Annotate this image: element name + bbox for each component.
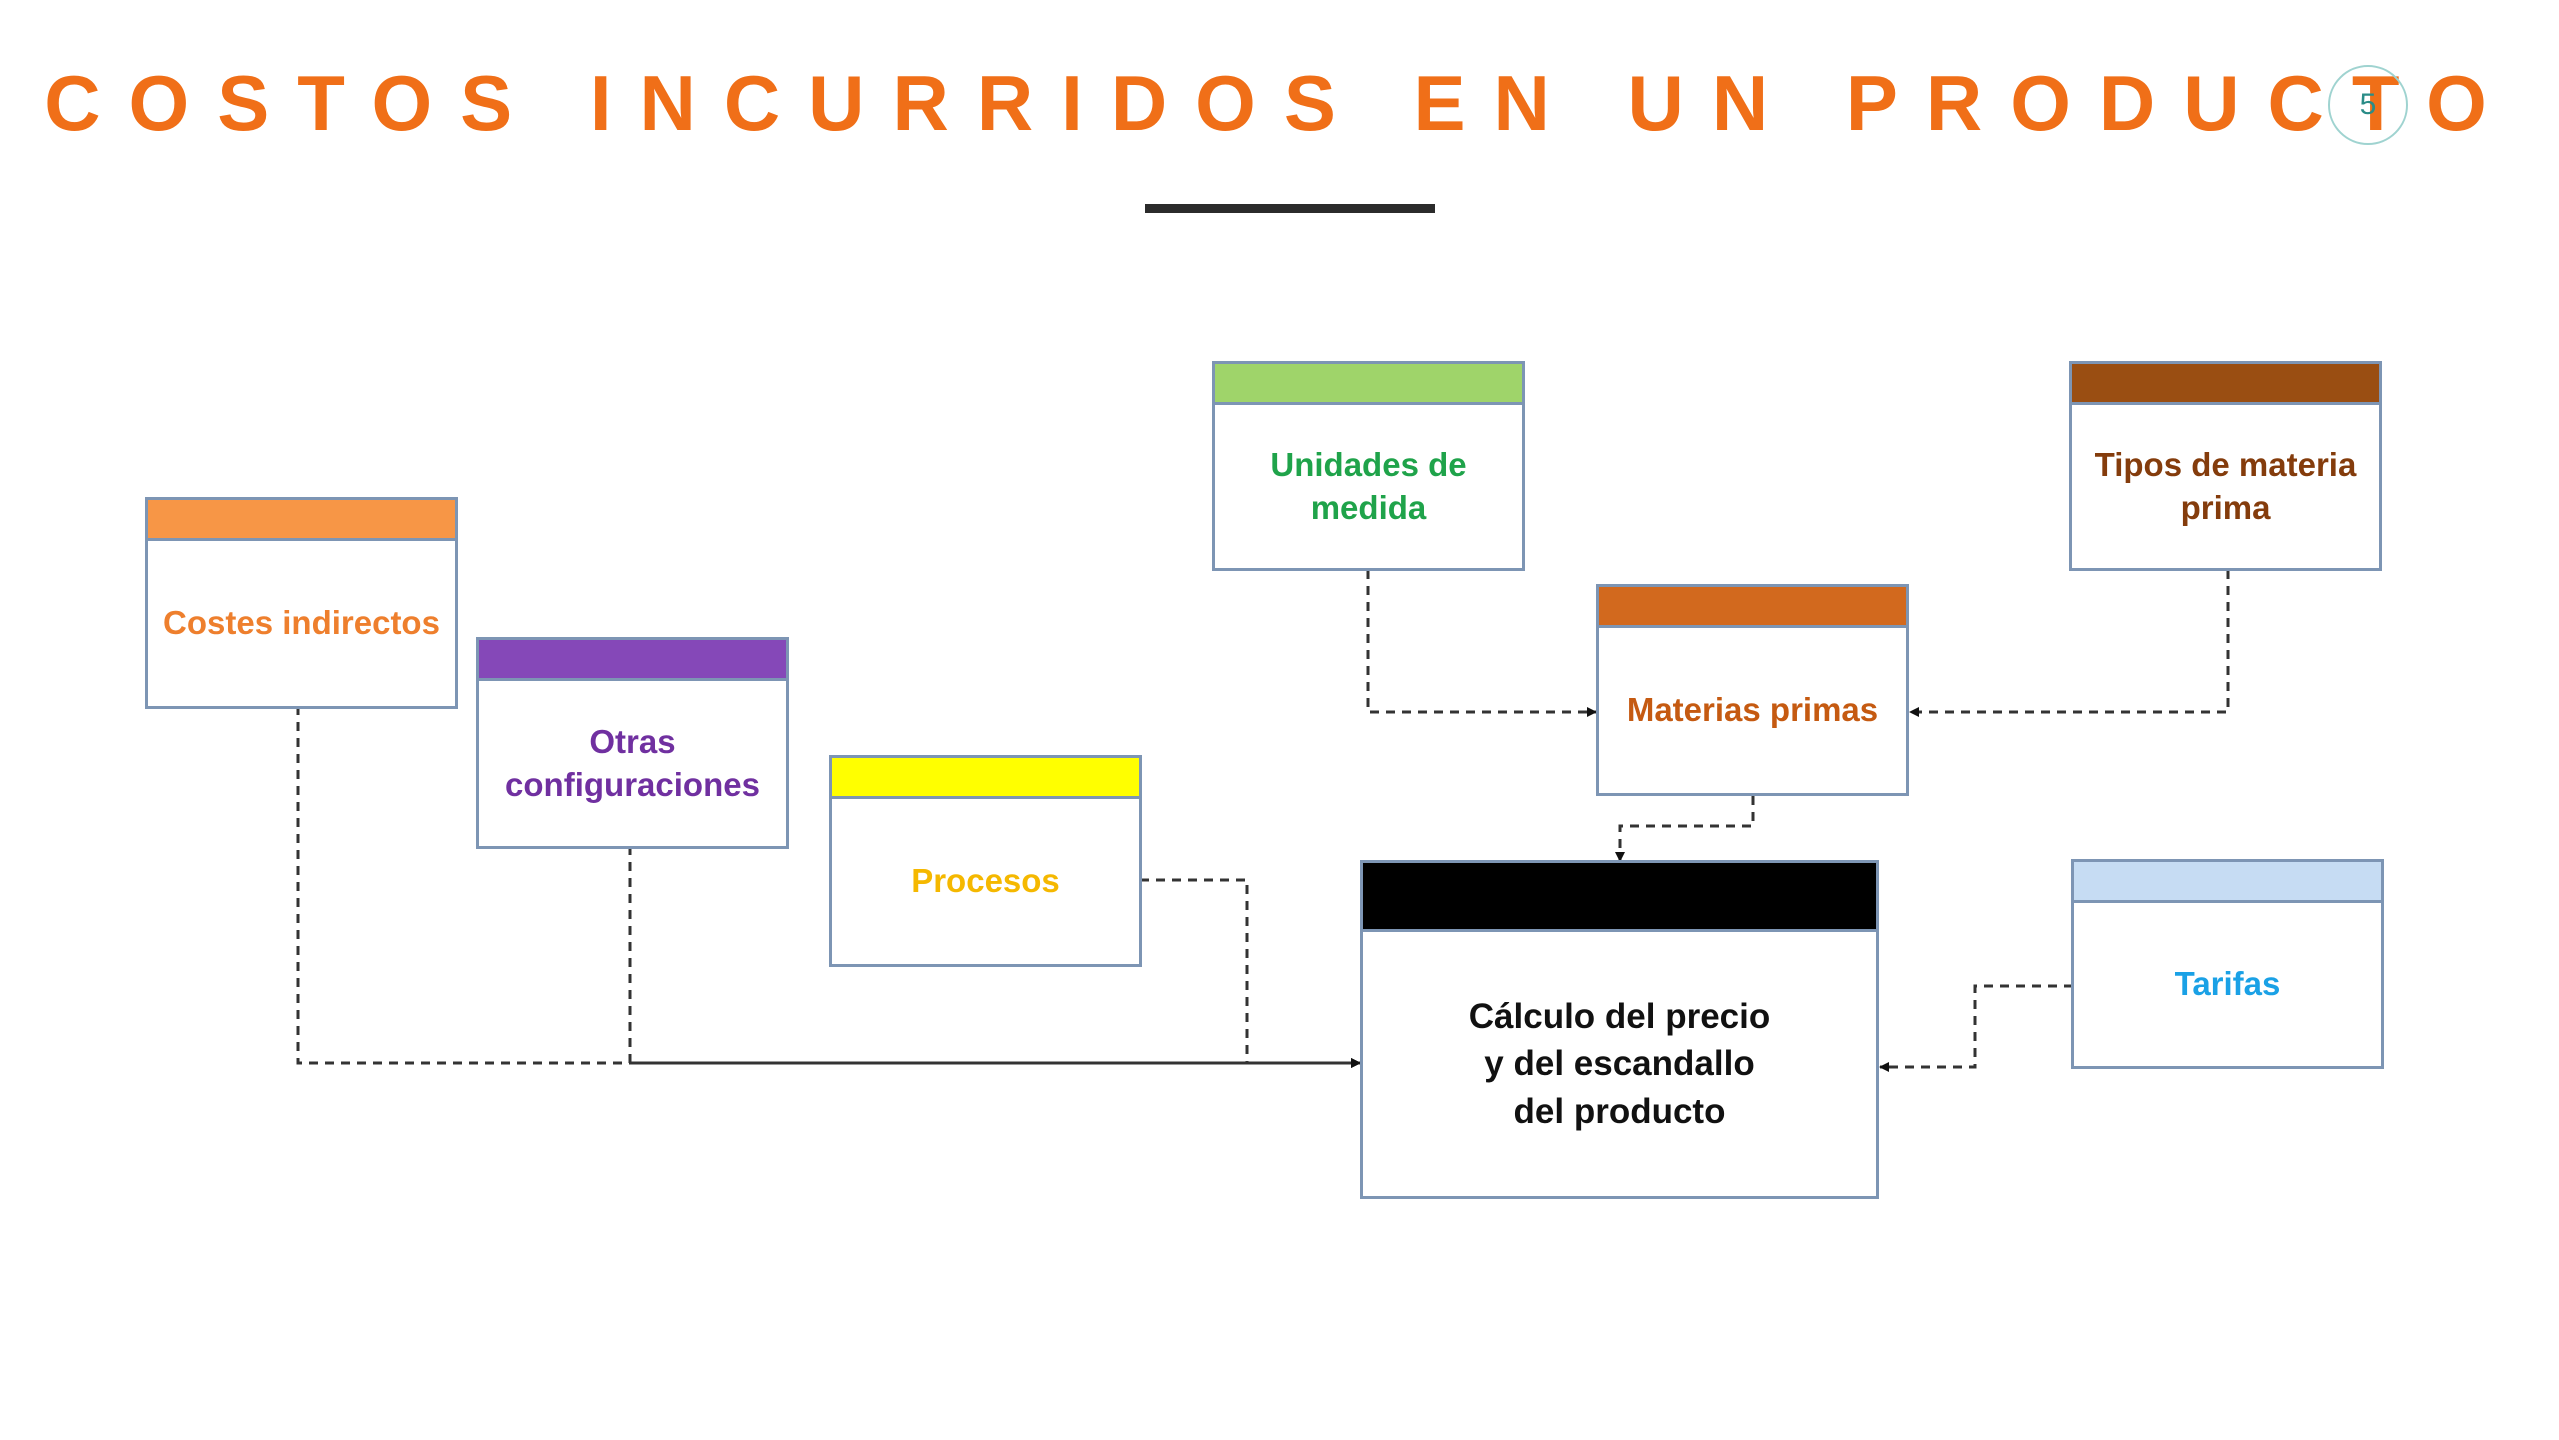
- connector-tipos-to-materias: [1909, 570, 2230, 717]
- connector-procesos-to-calculo: [1140, 878, 1361, 1068]
- box-costes-indirectos: Costes indirectos: [145, 497, 458, 709]
- box-label: Otras configuraciones: [505, 722, 760, 803]
- box-header-bar: [1599, 587, 1906, 628]
- box-header-bar: [2074, 862, 2381, 903]
- box-materias-primas: Materias primas: [1596, 584, 1909, 796]
- box-header-bar: [1215, 364, 1522, 405]
- box-tipos-de-materia-prima: Tipos de materia prima: [2069, 361, 2382, 571]
- page-number-badge: 5: [2328, 65, 2408, 145]
- connector-materias-to-calculo: [1615, 796, 1755, 862]
- box-label: Tipos de materia prima: [2094, 445, 2357, 526]
- box-header-bar: [2072, 364, 2379, 405]
- box-label: Unidades de medida: [1270, 445, 1467, 526]
- slide-title: COSTOS INCURRIDOS EN UN PRODUCTO: [44, 59, 2515, 147]
- box-header-bar: [832, 758, 1139, 799]
- box-header-bar: [1363, 863, 1876, 932]
- box-tarifas: Tarifas: [2071, 859, 2384, 1069]
- box-calculo-del-precio: Cálculo del precio y del escandallo del …: [1360, 860, 1879, 1199]
- connector-unidades-to-materias: [1366, 570, 1597, 717]
- box-label: Tarifas: [2174, 965, 2281, 1003]
- connector-otras-to-calculo: [628, 846, 1361, 1068]
- box-otras-configuraciones: Otras configuraciones: [476, 637, 789, 849]
- title-underline: [1145, 204, 1435, 213]
- connector-tarifas-to-calculo: [1879, 984, 2073, 1072]
- box-procesos: Procesos: [829, 755, 1142, 967]
- box-label: Procesos: [911, 862, 1060, 900]
- box-header-bar: [148, 500, 455, 541]
- box-label: Costes indirectos: [163, 604, 440, 642]
- box-label: Cálculo del precio y del escandallo del …: [1468, 997, 1771, 1131]
- box-unidades-de-medida: Unidades de medida: [1212, 361, 1525, 571]
- box-header-bar: [479, 640, 786, 681]
- box-label: Materias primas: [1626, 691, 1879, 729]
